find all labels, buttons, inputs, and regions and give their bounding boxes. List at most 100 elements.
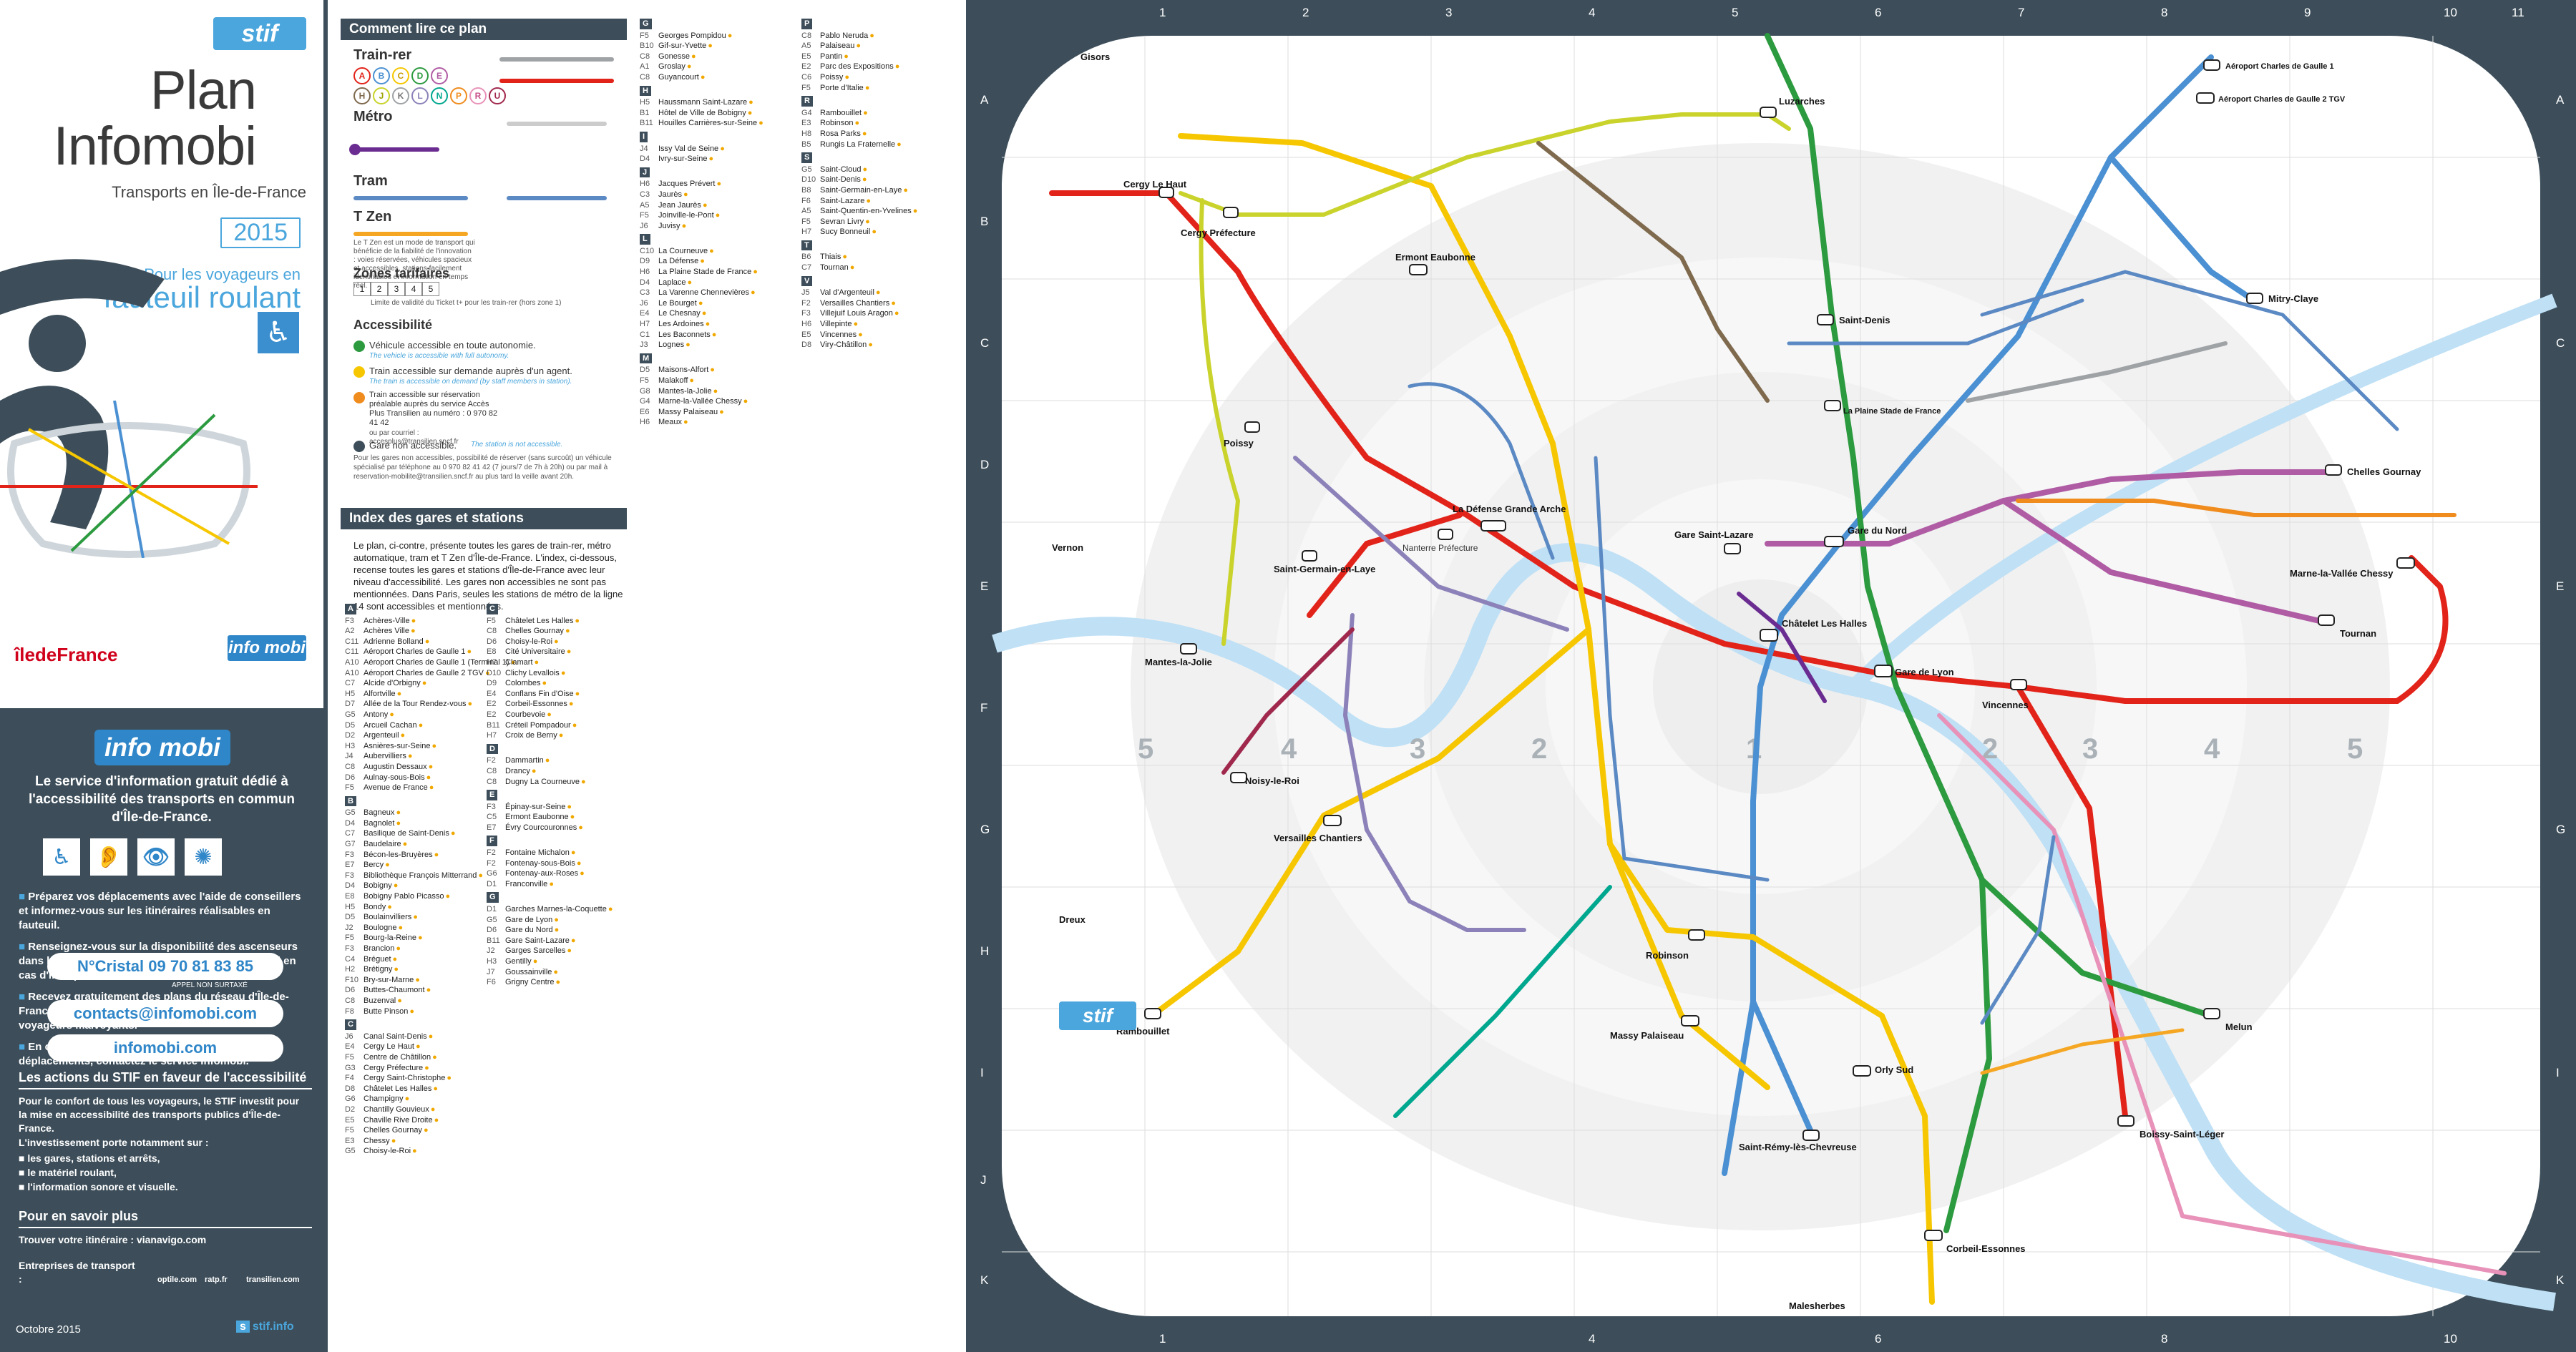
station-saint-denis[interactable]: Saint-Denis bbox=[1839, 315, 1890, 325]
station-melun[interactable]: Melun bbox=[2225, 1022, 2253, 1032]
station-cdg-2[interactable]: Aéroport Charles de Gaulle 2 TGV bbox=[2218, 95, 2346, 104]
station-robinson[interactable]: Robinson bbox=[1646, 950, 1689, 961]
operator-ratp[interactable]: ratp.fr bbox=[205, 1275, 228, 1284]
station-cdg-1[interactable]: Aéroport Charles de Gaulle 1 bbox=[2225, 62, 2334, 71]
web-contact[interactable]: infomobi.com bbox=[47, 1034, 283, 1062]
station-poissy[interactable]: Poissy bbox=[1224, 438, 1254, 449]
station-luzarches[interactable]: Luzarches bbox=[1779, 96, 1825, 107]
station-saint-remy[interactable]: Saint-Rémy-lès-Chevreuse bbox=[1739, 1142, 1857, 1152]
station-massy-palaiseau[interactable]: Massy Palaiseau bbox=[1610, 1030, 1684, 1041]
operator-transilien[interactable]: transilien.com bbox=[246, 1275, 300, 1284]
station-ermont[interactable]: Ermont Eaubonne bbox=[1395, 252, 1475, 263]
station-noisy-le-roi[interactable]: Noisy-le-Roi bbox=[1245, 775, 1299, 786]
station-chatelet[interactable]: Châtelet Les Halles bbox=[1782, 618, 1867, 629]
station-vincennes[interactable]: Vincennes bbox=[1982, 700, 2029, 710]
station-chelles[interactable]: Chelles Gournay bbox=[2347, 466, 2421, 477]
infomobi-small-logo[interactable]: info mobi bbox=[228, 635, 306, 661]
station-saint-germain[interactable]: Saint-Germain-en-Laye bbox=[1274, 564, 1375, 574]
station-nanterre-prefecture[interactable]: Nanterre Préfecture bbox=[1402, 543, 1478, 553]
station-malesherbes[interactable]: Malesherbes bbox=[1789, 1300, 1845, 1311]
station-gare-du-nord[interactable]: Gare du Nord bbox=[1848, 525, 1907, 536]
station-gare-de-lyon[interactable]: Gare de Lyon bbox=[1895, 667, 1954, 677]
station-mitry-claye[interactable]: Mitry-Claye bbox=[2268, 293, 2318, 304]
